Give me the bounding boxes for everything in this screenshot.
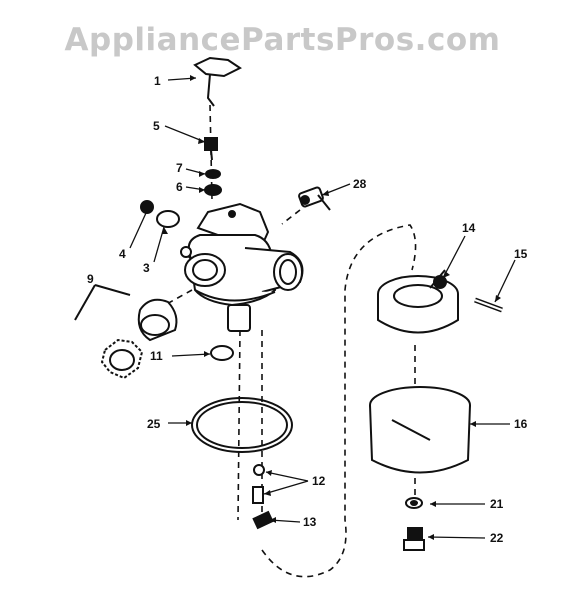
- callout-15: 15: [514, 247, 528, 261]
- part-3-gasket: [156, 210, 180, 228]
- callout-28: 28: [353, 177, 367, 191]
- callout-21: 21: [490, 497, 504, 511]
- callout-5: 5: [153, 119, 160, 133]
- part-16-float-bowl: [369, 386, 471, 474]
- watermark: AppliancePartsPros.com: [64, 22, 501, 58]
- part-12-jet: [252, 486, 264, 504]
- callout-1: 1: [154, 74, 161, 88]
- part-7-washer: [205, 169, 221, 179]
- assembly-lines: [164, 104, 417, 578]
- part-6-spring: [204, 184, 222, 196]
- part-5-screw: [204, 137, 218, 161]
- callout-3: 3: [143, 261, 150, 275]
- part-22-bolt: [403, 527, 425, 551]
- part-13-screw: [252, 510, 274, 530]
- part-25-gasket: [191, 397, 293, 453]
- leader-arrowheads: [162, 75, 501, 540]
- callout-16: 16: [514, 417, 528, 431]
- callout-14: 14: [462, 221, 476, 235]
- callout-22: 22: [490, 531, 504, 545]
- callout-9: 9: [87, 272, 94, 286]
- part-15-pin: [474, 297, 503, 313]
- callout-13: 13: [303, 515, 317, 529]
- part-21-washer: [405, 497, 423, 509]
- part-28-fitting: [298, 186, 331, 211]
- callout-6: 6: [176, 180, 183, 194]
- part-14-float: [377, 269, 459, 334]
- callout-11: 11: [150, 349, 163, 363]
- part-4-screw: [140, 200, 154, 214]
- part-12-ring: [253, 464, 265, 476]
- callout-7: 7: [176, 161, 183, 175]
- part-9-primer-assembly: [74, 284, 178, 380]
- carburetor-body: [180, 202, 304, 332]
- part-11-seal: [210, 345, 234, 361]
- part-1-throttle-lever: [193, 56, 242, 107]
- callout-4: 4: [119, 247, 126, 261]
- callout-25: 25: [147, 417, 161, 431]
- callout-12: 12: [312, 474, 326, 488]
